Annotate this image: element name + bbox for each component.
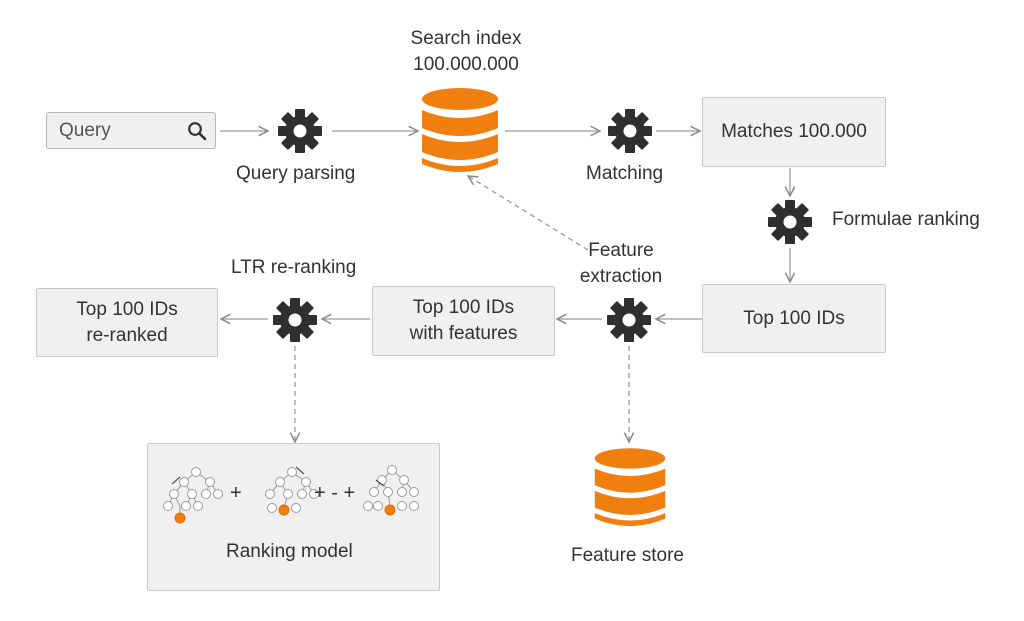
with-features-line2: with features [409,323,518,344]
with-features-line1: Top 100 IDs [412,297,515,318]
formulae-ranking-label: Formulae ranking [832,209,980,230]
search-index-database-icon [422,88,498,172]
matching-label: Matching [586,163,664,184]
query-input[interactable]: Query [46,112,216,149]
feature-extraction-gear-icon [607,298,651,342]
ltr-reranking-label: LTR re-ranking [231,257,357,278]
tree-1-icon [163,467,223,524]
top-100-ids-box: Top 100 IDs [702,284,886,353]
reranked-line2: re-ranked [86,324,168,346]
reranked-line1: Top 100 IDs [76,298,178,320]
tree-2-icon [265,466,319,516]
formulae-ranking-gear-icon [768,200,812,244]
search-index-title: Search index 100.000.000 [410,28,522,75]
ranking-model-box: + + - + Ranking model [147,443,440,591]
top-100-with-features-box: Top 100 IDs with features [372,286,555,356]
tree-3-icon [363,465,419,516]
ensemble-plus-operator: + [230,482,242,504]
feature-store-database-icon [594,448,666,527]
query-parsing-gear-icon [278,109,322,153]
query-placeholder: Query [59,120,111,141]
top-100-reranked-box: Top 100 IDs re-ranked [36,288,218,357]
dashed-arrow-extraction-to-index [468,176,589,251]
ltr-reranking-gear-icon [273,298,317,342]
query-parsing-label: Query parsing [236,163,356,184]
top-100-ids-label: Top 100 IDs [743,307,845,329]
search-icon[interactable] [187,121,207,141]
matching-gear-icon [608,109,652,153]
matches-box: Matches 100.000 [702,97,886,167]
decision-trees-illustration [163,465,419,524]
ensemble-operators: + - + [314,482,356,504]
feature-extraction-label: Feature extraction [579,240,663,287]
ranking-model-label: Ranking model [226,541,353,562]
matches-label: Matches 100.000 [721,121,867,142]
feature-store-label: Feature store [571,545,684,566]
